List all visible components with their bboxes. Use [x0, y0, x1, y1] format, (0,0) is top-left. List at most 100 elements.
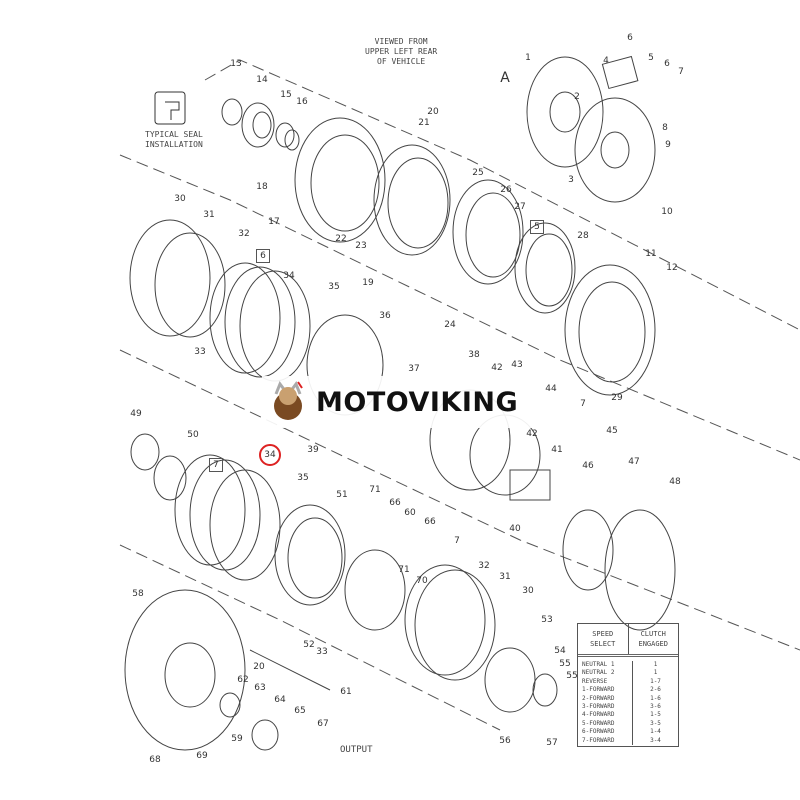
callout-number: 4 [603, 56, 609, 66]
callout-number: 70 [416, 576, 428, 586]
callout-number: 51 [336, 490, 348, 500]
callout-number: 24 [444, 320, 456, 330]
callout-number: 21 [418, 118, 430, 128]
callout-number: 57 [546, 738, 558, 748]
seal-icon [154, 91, 186, 125]
callout-number: 7 [580, 399, 586, 409]
callout-number: 38 [468, 350, 480, 360]
callout-number: 28 [577, 231, 589, 241]
cell-speed: REVERSE [578, 677, 633, 687]
callout-number: 53 [541, 615, 553, 625]
callout-number: 26 [500, 185, 512, 195]
callout-number: 29 [611, 393, 623, 403]
callout-number: 58 [132, 589, 144, 599]
callout-number: 35 [328, 282, 340, 292]
callout-number: 37 [408, 364, 420, 374]
callout-number: 16 [296, 97, 308, 107]
callout-number: 5 [648, 53, 654, 63]
cell-clutch: 3-5 [650, 719, 661, 727]
note-line: TYPICAL SEAL [145, 130, 203, 139]
callout-number: 19 [362, 278, 374, 288]
cell-clutch: 3-6 [650, 702, 661, 710]
cell-clutch: 1-4 [650, 728, 661, 736]
callout-number: 42 [526, 429, 538, 439]
seal-note: TYPICAL SEAL INSTALLATION [145, 130, 203, 150]
callout-number: 18 [256, 182, 268, 192]
callout-number: 68 [149, 755, 161, 765]
callout-number: 52 [303, 640, 315, 650]
callout-number: 36 [379, 311, 391, 321]
table-header: SPEED SELECT CLUTCH ENGAGED [578, 624, 678, 657]
table-row: 2-FORWARD 1-6 [578, 694, 678, 703]
cell-clutch: 1-5 [650, 711, 661, 719]
callout-number: 54 [554, 646, 566, 656]
callout-number: 6 [627, 33, 633, 43]
callout-number: 63 [254, 683, 266, 693]
cell-speed: 2-FORWARD [578, 694, 633, 703]
callout-number: 33 [316, 647, 328, 657]
group-box-7: 7 [209, 458, 223, 472]
cell-clutch: 1 [653, 661, 658, 668]
callout-number: 7 [678, 67, 684, 77]
callout-number: 25 [472, 168, 484, 178]
callout-number: 27 [514, 202, 526, 212]
callout-number: 22 [335, 234, 347, 244]
highlighted-callout: 34 [259, 444, 281, 466]
cell-speed: 4-FORWARD [578, 711, 633, 720]
callout-number: 34 [283, 271, 295, 281]
header-speed-select: SPEED SELECT [578, 624, 629, 654]
callout-number: 49 [130, 409, 142, 419]
callout-number: 46 [582, 461, 594, 471]
callout-number: 32 [238, 229, 250, 239]
callout-number: 71 [398, 565, 410, 575]
note-line: INSTALLATION [145, 140, 203, 149]
callout-number: 50 [187, 430, 199, 440]
callout-number: 8 [662, 123, 668, 133]
callout-number: 41 [551, 445, 563, 455]
callout-number: 31 [499, 572, 511, 582]
callout-number: 61 [340, 687, 352, 697]
output-label: OUTPUT [340, 745, 373, 755]
callout-number: 14 [256, 75, 268, 85]
callout-number: 55 [559, 659, 571, 669]
note-line: UPPER LEFT REAR [365, 47, 438, 56]
callout-number: 11 [645, 249, 657, 259]
callout-number: 64 [274, 695, 286, 705]
callout-number: 2 [574, 92, 580, 102]
callout-number: 30 [522, 586, 534, 596]
callout-number: 10 [661, 207, 673, 217]
lower-clutch-parts [124, 433, 676, 751]
callout-number: 71 [369, 485, 381, 495]
callout-number: 65 [294, 706, 306, 716]
callout-number: 3 [568, 175, 574, 185]
cell-clutch: 1-7 [650, 677, 661, 685]
callout-number: 30 [174, 194, 186, 204]
group-box-6: 6 [256, 249, 270, 263]
note-line: VIEWED FROM [374, 37, 428, 46]
cell-speed: 6-FORWARD [578, 728, 633, 737]
table-row: REVERSE 1-7 [578, 677, 678, 687]
callout-number: 7 [454, 536, 460, 546]
group-box-5: 5 [530, 220, 544, 234]
callout-number: 60 [404, 508, 416, 518]
section-a-label: A [500, 70, 510, 86]
callout-number: 62 [237, 675, 249, 685]
callout-number: 23 [355, 241, 367, 251]
callout-number: 66 [389, 498, 401, 508]
assembly-axes [119, 59, 800, 731]
callout-number: 6 [664, 59, 670, 69]
callout-number: 69 [196, 751, 208, 761]
view-note: VIEWED FROM UPPER LEFT REAR OF VEHICLE [365, 37, 437, 67]
cell-clutch: 1-6 [650, 694, 661, 702]
cell-speed: NEUTRAL 2 [578, 669, 633, 678]
table-row: 4-FORWARD 1-5 [578, 711, 678, 720]
callout-number: 20 [253, 662, 265, 672]
callout-number: 47 [628, 457, 640, 467]
table-row: 6-FORWARD 1-4 [578, 728, 678, 737]
